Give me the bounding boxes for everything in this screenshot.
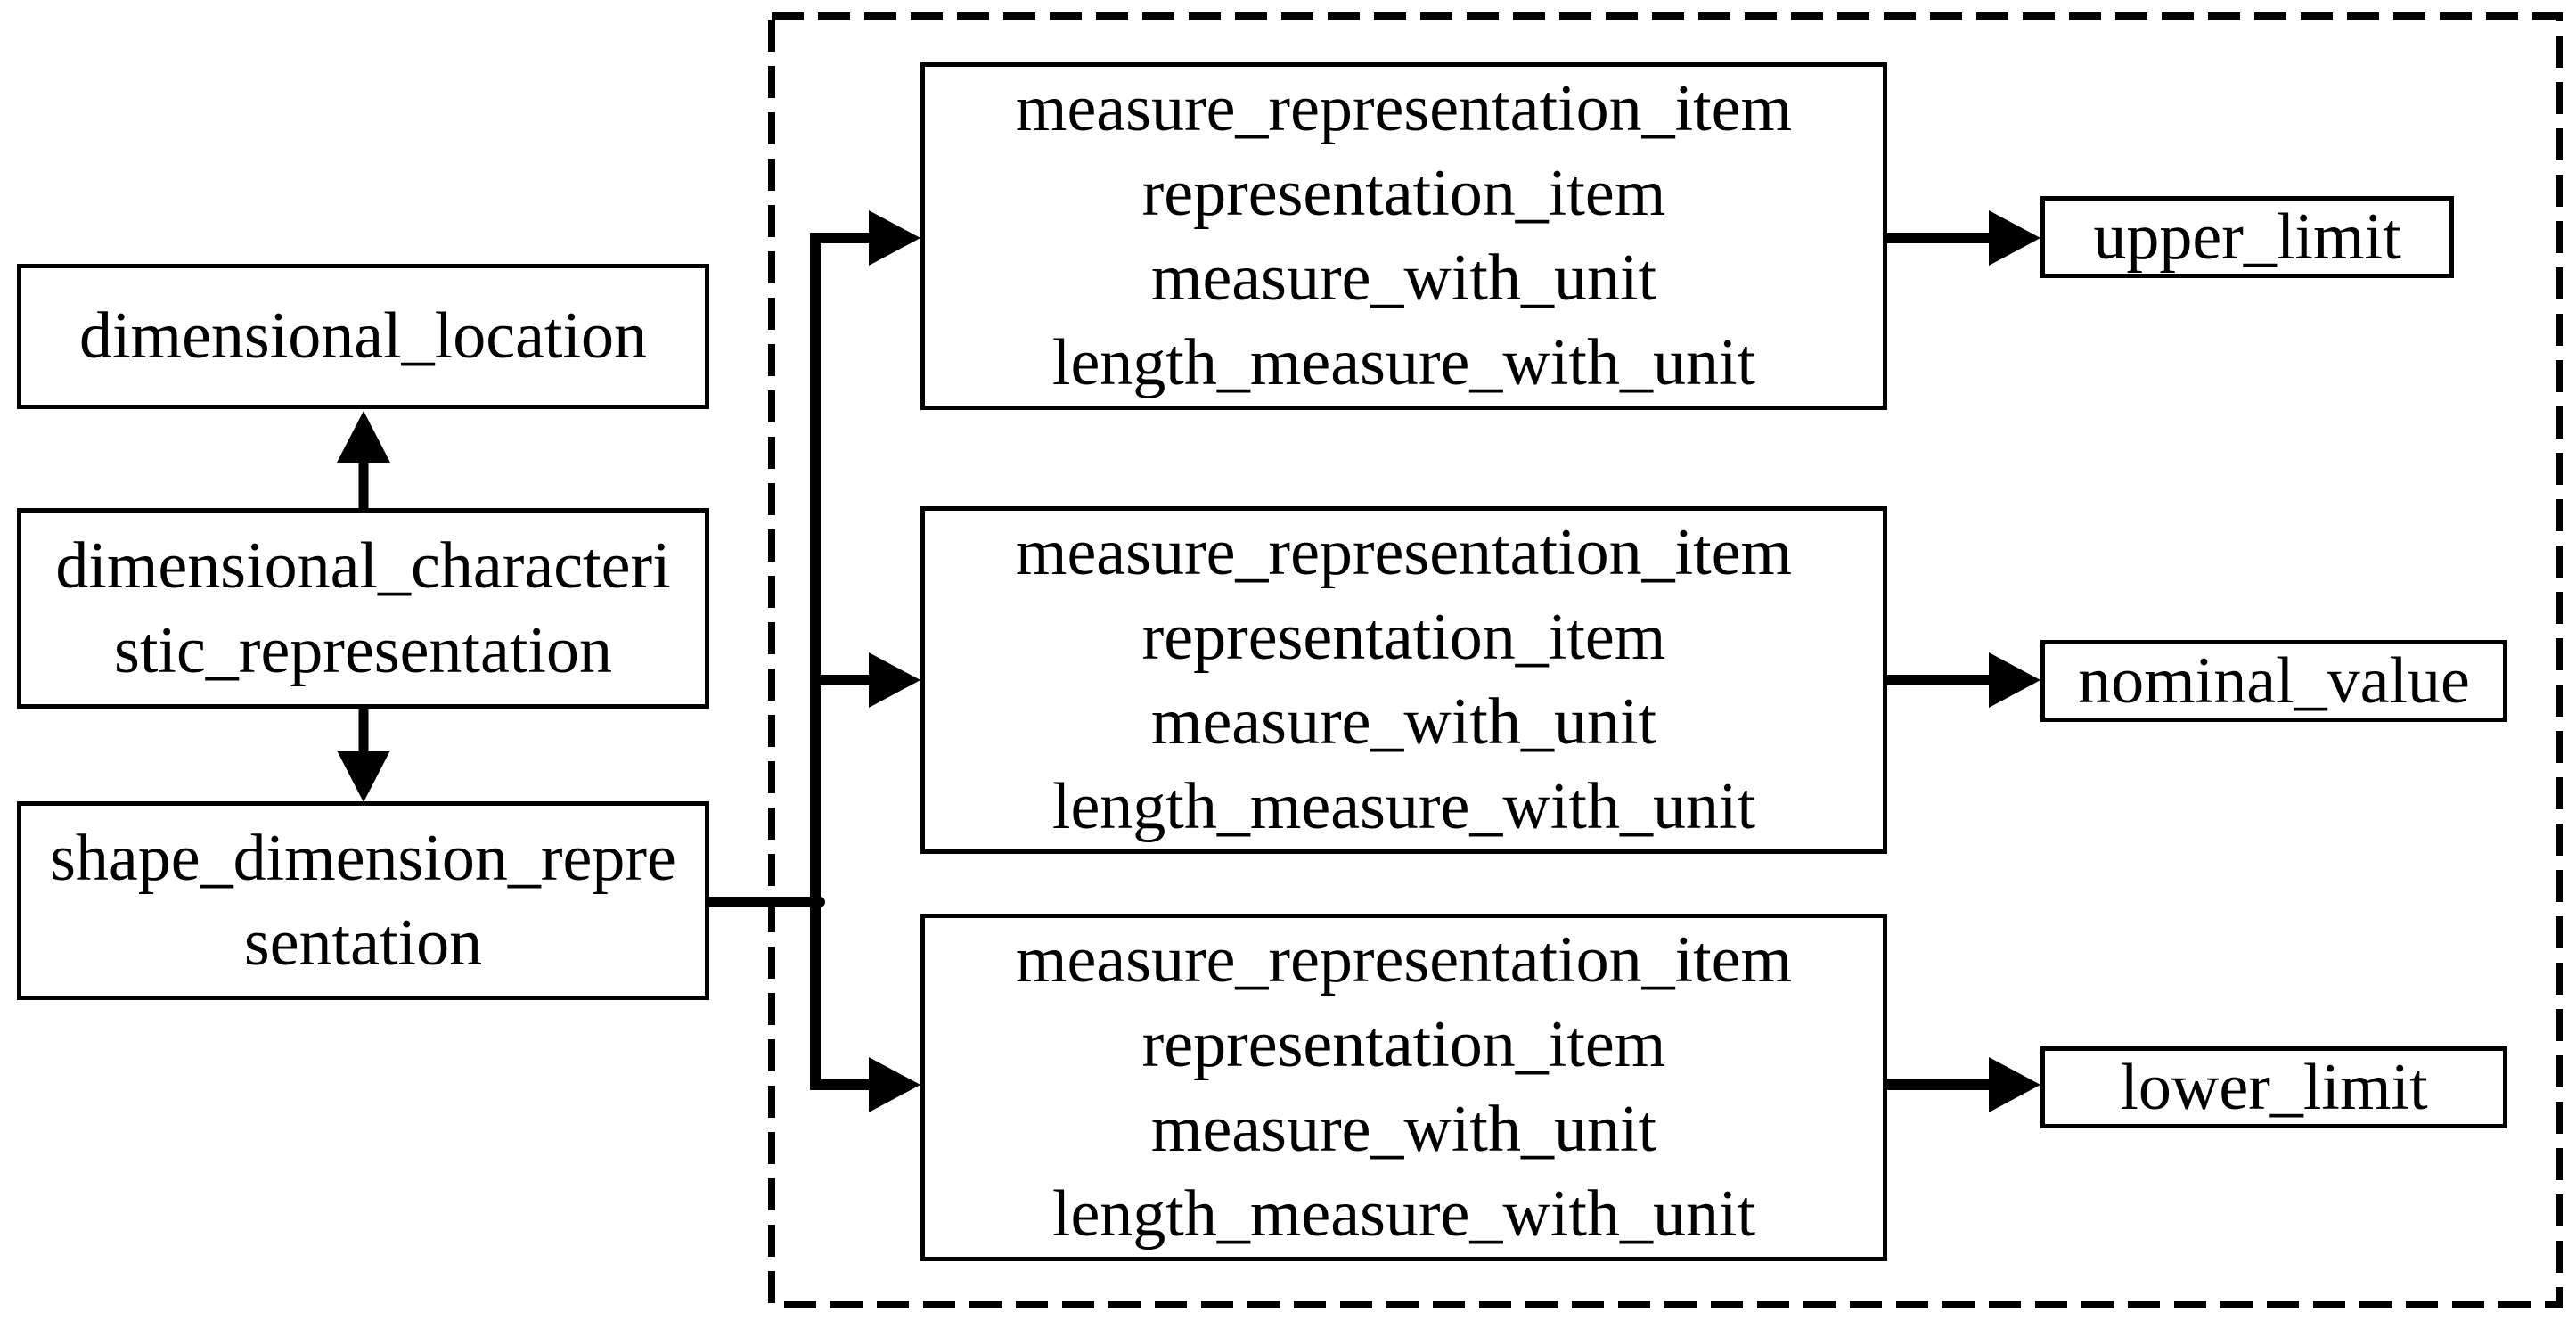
entity-label-line: measure_representation_item: [1015, 516, 1793, 589]
entity-box-upper-limit: upper_limit: [2040, 196, 2454, 278]
arrow-up-head: [337, 411, 390, 463]
entity-label-line: stic_representation: [114, 613, 612, 687]
entity-label-line: representation_item: [1141, 157, 1666, 230]
entity-box-dimensional-location: dimensional_location: [17, 264, 709, 409]
entity-label-line: length_measure_with_unit: [1051, 326, 1756, 399]
entity-label-line: sentation: [243, 906, 483, 980]
entity-box-nominal-value: nominal_value: [2040, 640, 2507, 722]
branch-arrowhead-middle: [869, 652, 920, 708]
arrowhead-upper-limit: [1989, 210, 2040, 266]
entity-box-lower-limit: lower_limit: [2040, 1046, 2507, 1128]
arrow-down-head: [337, 751, 390, 802]
entity-box-dimensional-characteristic-representation: dimensional_characteri stic_representati…: [17, 508, 709, 709]
entity-label-line: measure_with_unit: [1150, 242, 1657, 315]
entity-label-line: measure_with_unit: [1150, 685, 1657, 759]
entity-label: dimensional_location: [78, 299, 648, 373]
entity-label-line: measure_representation_item: [1015, 923, 1793, 997]
entity-box-measure-item-bottom: measure_representation_item representati…: [920, 914, 1887, 1261]
dashed-group-border: [768, 12, 2563, 1308]
entity-label-line: length_measure_with_unit: [1051, 1177, 1756, 1251]
entity-label-line: measure_representation_item: [1015, 72, 1793, 145]
arrowhead-lower-limit: [1989, 1057, 2040, 1112]
entity-label: lower_limit: [2120, 1050, 2428, 1124]
entity-label-line: dimensional_characteri: [55, 529, 671, 603]
entity-box-measure-item-middle: measure_representation_item representati…: [920, 506, 1887, 854]
branch-arrowhead-top: [869, 210, 920, 266]
entity-label-line: representation_item: [1141, 1008, 1666, 1081]
branch-arrowhead-bottom: [869, 1057, 920, 1112]
entity-label: upper_limit: [2093, 200, 2401, 274]
entity-label-line: measure_with_unit: [1150, 1093, 1657, 1166]
entity-label-line: shape_dimension_repre: [50, 821, 676, 895]
entity-label-line: representation_item: [1141, 601, 1666, 674]
entity-box-measure-item-top: measure_representation_item representati…: [920, 62, 1887, 410]
entity-label-line: length_measure_with_unit: [1051, 770, 1756, 843]
entity-box-shape-dimension-representation: shape_dimension_repre sentation: [17, 801, 709, 1000]
arrowhead-nominal-value: [1989, 652, 2040, 708]
entity-label: nominal_value: [2078, 644, 2470, 718]
